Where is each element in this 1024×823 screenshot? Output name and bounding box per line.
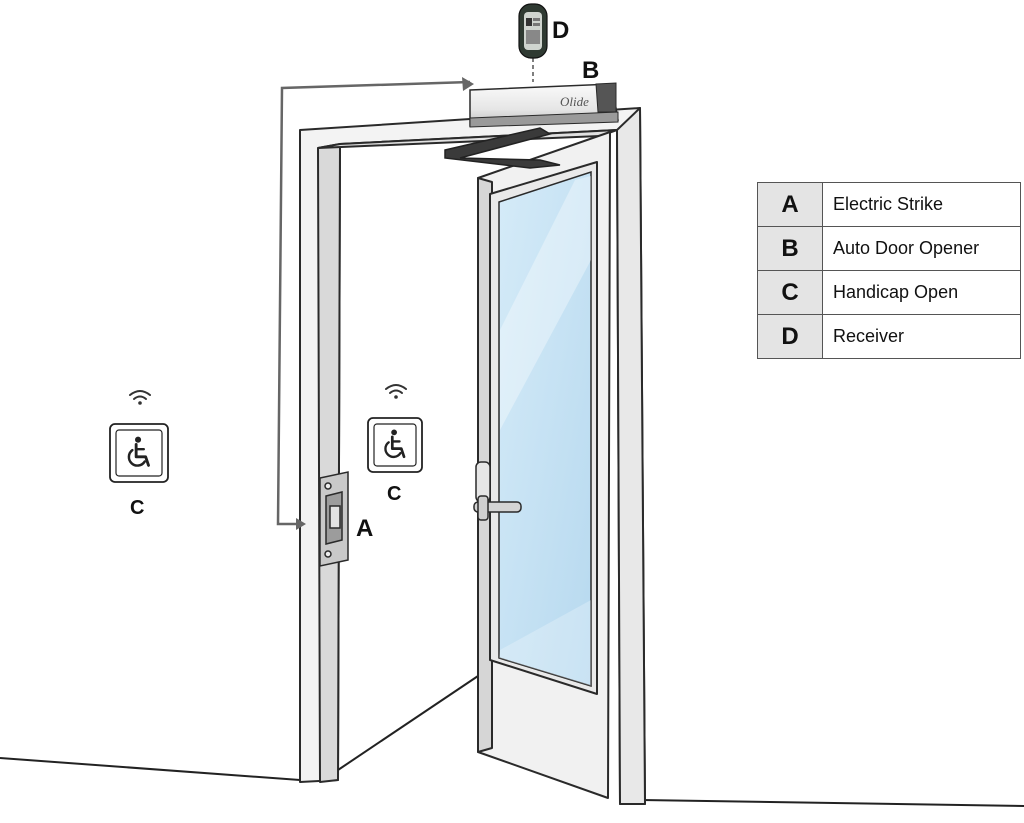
glass-reflection-lower bbox=[499, 600, 591, 686]
legend-row: B Auto Door Opener bbox=[757, 226, 1021, 271]
legend-key: D bbox=[757, 314, 823, 359]
legend-key: A bbox=[757, 182, 823, 227]
floor-line-left bbox=[0, 757, 301, 781]
handicap-button-wall bbox=[109, 389, 169, 483]
legend-row: A Electric Strike bbox=[757, 182, 1021, 227]
legend-label: Auto Door Opener bbox=[822, 226, 1021, 271]
legend-row: C Handicap Open bbox=[757, 270, 1021, 315]
wifi-icon bbox=[384, 383, 408, 400]
door-threshold bbox=[337, 675, 479, 771]
callout-c-frame: C bbox=[387, 483, 401, 505]
callout-b: B bbox=[582, 57, 599, 84]
door-handle bbox=[473, 461, 522, 521]
handicap-button-frame bbox=[367, 383, 423, 473]
wire-arrow-top bbox=[462, 77, 474, 91]
receiver bbox=[518, 3, 548, 82]
callout-c-wall: C bbox=[130, 497, 144, 519]
wifi-icon bbox=[128, 389, 152, 406]
callout-d: D bbox=[552, 17, 569, 44]
legend-label: Handicap Open bbox=[822, 270, 1021, 315]
wire-line bbox=[276, 80, 471, 526]
wire-arrow-strike bbox=[296, 518, 306, 530]
opener-arm bbox=[444, 127, 561, 169]
door-frame bbox=[299, 107, 646, 805]
legend-row: D Receiver bbox=[757, 314, 1021, 359]
legend-label: Receiver bbox=[822, 314, 1021, 359]
opener-brand-text: Olide bbox=[560, 94, 589, 109]
legend-table: A Electric Strike B Auto Door Opener C H… bbox=[757, 182, 1021, 359]
legend-key: C bbox=[757, 270, 823, 315]
legend-label: Electric Strike bbox=[822, 182, 1021, 227]
callout-a: A bbox=[356, 515, 373, 542]
electric-strike bbox=[319, 471, 349, 567]
floor-line-right bbox=[641, 799, 1024, 807]
legend-key: B bbox=[757, 226, 823, 271]
glass-reflection bbox=[500, 176, 591, 430]
auto-door-opener: Olide bbox=[469, 82, 619, 128]
